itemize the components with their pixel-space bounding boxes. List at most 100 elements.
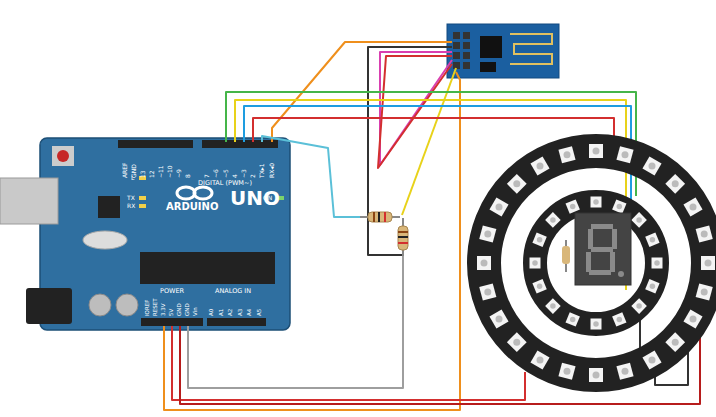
pin-label: TX▸1 [259, 163, 265, 178]
led-pixel [566, 312, 580, 326]
pin-label: IOREF [145, 300, 151, 316]
pin-label: ~9 [176, 169, 182, 178]
pin-label: GND [185, 303, 191, 316]
led-pixel [484, 289, 491, 296]
led-pixel [593, 199, 599, 205]
pin-label: ~10 [167, 165, 173, 178]
led-label: TX [127, 195, 135, 201]
header-title: DIGITAL (PWM~) [198, 180, 252, 187]
header-title: ANALOG IN [215, 288, 251, 295]
led-pixel [683, 197, 702, 216]
led-pixel [558, 363, 575, 380]
led-pixel [593, 372, 600, 379]
led-pixel [593, 148, 600, 155]
led-pixel [616, 363, 633, 380]
resistor-symbol [398, 218, 408, 256]
led-pixel [537, 163, 544, 170]
led-pixel [683, 309, 702, 328]
led-pixel [617, 204, 623, 210]
led-pixel [642, 350, 661, 369]
led-pixel [701, 231, 708, 238]
led-pixel [496, 316, 503, 323]
led-pixel [665, 174, 685, 194]
led-pixel [701, 256, 715, 270]
led-pixel [672, 180, 679, 187]
led-pixel [530, 350, 549, 369]
led-pixel [701, 289, 708, 296]
led-pixel [705, 260, 712, 267]
brand-text: ARDUINO [166, 202, 218, 212]
pin-label: 13 [140, 170, 146, 178]
pin-label: 8 [185, 174, 191, 178]
led-pixel [513, 339, 520, 346]
led-pixel [591, 319, 602, 330]
led-pixel [507, 332, 527, 352]
led-pixel [496, 204, 503, 211]
seven-segment-display [562, 213, 631, 285]
led-pixel [593, 321, 599, 327]
led-pixel [489, 309, 508, 328]
led-label: L [131, 175, 134, 181]
led-pixel [642, 156, 661, 175]
pin-label: RX◂0 [269, 163, 275, 178]
led-pixel [537, 284, 543, 290]
led-pixel [617, 317, 623, 323]
led-pixel [631, 298, 647, 314]
pin-label: 2 [250, 174, 256, 178]
arduino-board [0, 138, 290, 330]
pin-label: 3.3V [161, 303, 167, 316]
led-pixel [672, 339, 679, 346]
pin-label: ~11 [158, 165, 164, 178]
led-pixel [654, 260, 660, 266]
led-pixel [650, 284, 656, 290]
led-pixel [484, 231, 491, 238]
led-pixel [690, 316, 697, 323]
led-pixel [545, 212, 561, 228]
led-pixel [550, 303, 556, 309]
pin-label: ~5 [223, 169, 229, 178]
pin-label: A2 [228, 309, 234, 316]
led-pixel [532, 279, 546, 293]
led-pixel [591, 197, 602, 208]
pin-label: 12 [149, 170, 155, 178]
led-pixel [477, 256, 491, 270]
pin-label: AREF [122, 162, 128, 178]
led-pixel [649, 357, 656, 364]
pin-label: RESET [153, 298, 159, 316]
led-pixel [650, 237, 656, 243]
led-pixel [537, 357, 544, 364]
pin-label: Vin [193, 307, 199, 316]
led-pixel [550, 217, 556, 223]
led-pixel [532, 233, 546, 247]
led-ring [477, 144, 715, 382]
wires [164, 42, 700, 410]
led-pixel [636, 217, 642, 223]
led-pixel [558, 146, 575, 163]
led-pixel [612, 312, 626, 326]
led-pixel [479, 225, 496, 242]
led-pixel [564, 368, 571, 375]
resistor-symbol [360, 212, 400, 222]
led-pixel [622, 151, 629, 158]
led-pixel [649, 163, 656, 170]
pin-label: A0 [209, 309, 215, 316]
led-label: RX [127, 203, 135, 209]
led-pixel [489, 197, 508, 216]
led-pixel [696, 283, 713, 300]
led-pixel [589, 144, 603, 158]
led-pixel [481, 260, 488, 267]
model-text: UNO [230, 188, 280, 208]
led-pixel [690, 204, 697, 211]
pin-label: A3 [238, 309, 244, 316]
pin-label: A5 [257, 309, 263, 316]
header-title: POWER [160, 288, 184, 295]
pin-label: A1 [219, 309, 225, 316]
pin-label: ~3 [241, 169, 247, 178]
led-pixel [665, 332, 685, 352]
led-pixel [636, 303, 642, 309]
led-pixel [530, 156, 549, 175]
led-pixel [532, 260, 538, 266]
led-pixel [612, 199, 626, 213]
led-pixel [566, 199, 580, 213]
